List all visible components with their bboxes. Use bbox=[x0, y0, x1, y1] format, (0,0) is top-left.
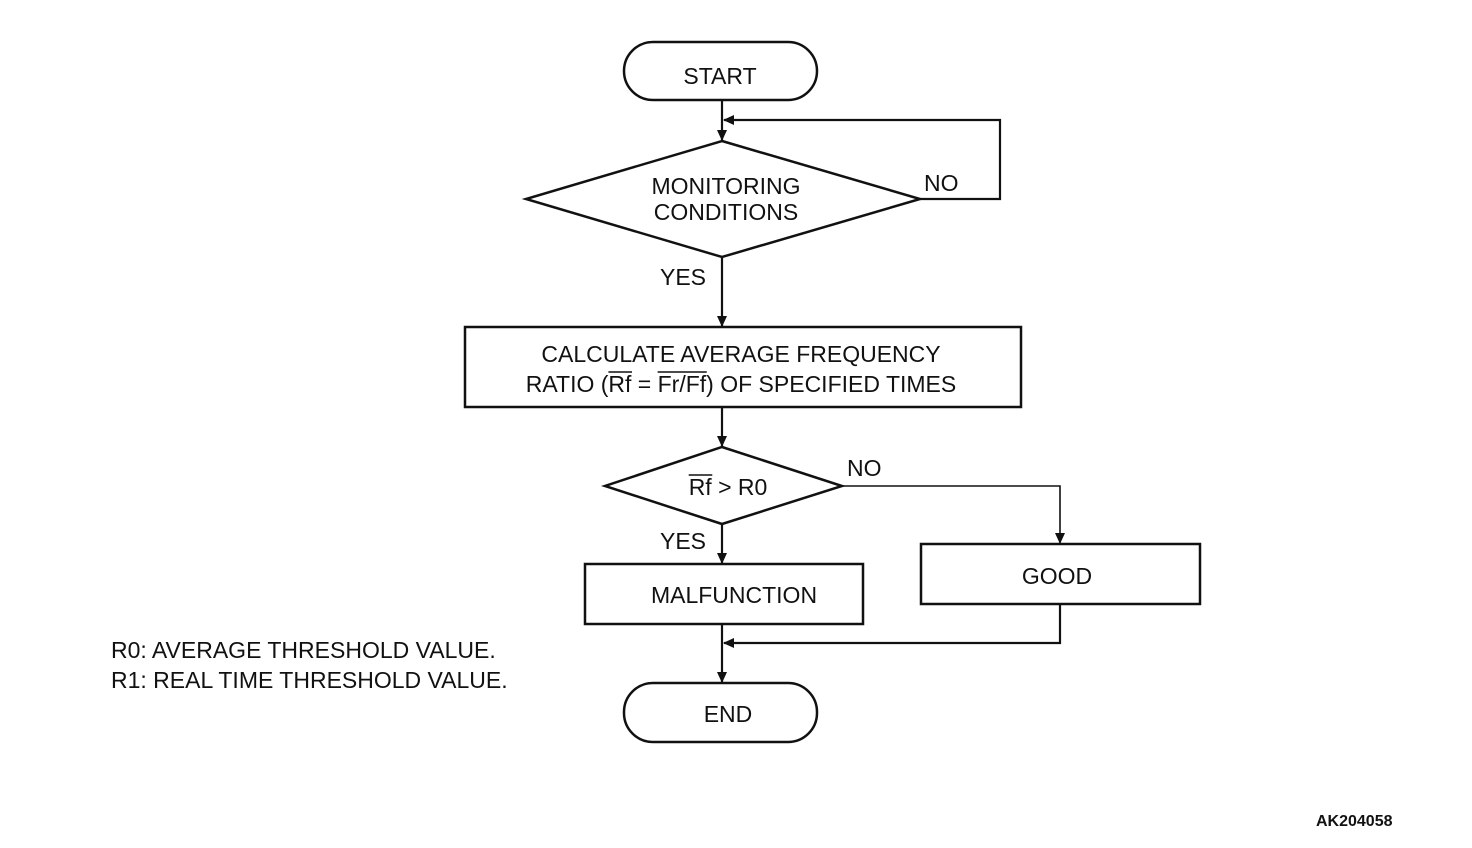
start-terminator bbox=[622, 40, 819, 102]
malfunction-label: MALFUNCTION bbox=[651, 582, 817, 608]
connector-comparison-no-to-good bbox=[842, 485, 1065, 544]
calculate-process-box bbox=[463, 325, 1023, 409]
comparison-yes-label: YES bbox=[660, 528, 706, 554]
calculate-label-line1: CALCULATE AVERAGE FREQUENCY bbox=[541, 341, 940, 367]
connector-good-to-end bbox=[723, 604, 1062, 648]
end-label: END bbox=[704, 701, 753, 727]
monitoring-no-label: NO bbox=[924, 170, 959, 196]
good-box bbox=[919, 542, 1202, 606]
start-label: START bbox=[683, 63, 756, 89]
legend-r1: R1: REAL TIME THRESHOLD VALUE. bbox=[111, 667, 508, 693]
good-label: GOOD bbox=[1022, 563, 1092, 589]
figure-code: AK204058 bbox=[1316, 813, 1393, 830]
end-terminator bbox=[622, 681, 819, 744]
comparison-no-label: NO bbox=[847, 455, 882, 481]
malfunction-box bbox=[583, 562, 865, 626]
monitoring-label-line1: MONITORING bbox=[651, 173, 800, 199]
monitoring-label-line2: CONDITIONS bbox=[654, 199, 798, 225]
legend-r0: R0: AVERAGE THRESHOLD VALUE. bbox=[111, 637, 496, 663]
monitoring-yes-label: YES bbox=[660, 264, 706, 290]
connector-monitoring-no-loop bbox=[723, 115, 1002, 201]
calculate-label-line2: RATIO (Rf = Fr/Ff) OF SPECIFIED TIMES bbox=[526, 371, 956, 397]
rf-comparison-label: Rf > R0 bbox=[689, 474, 768, 500]
